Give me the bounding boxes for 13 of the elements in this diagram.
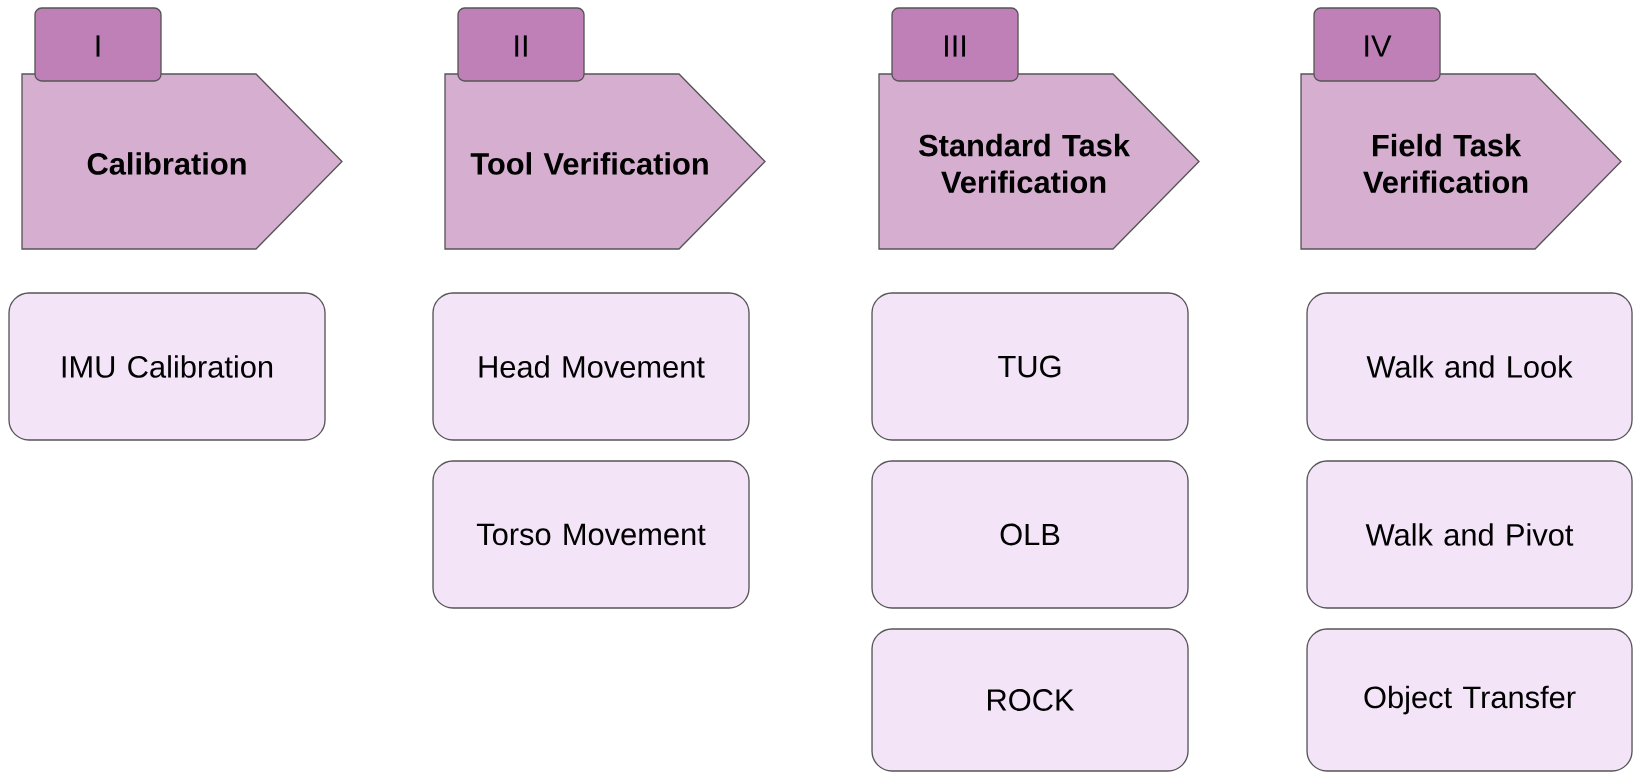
node-label: II bbox=[515, 35, 527, 57]
node-label: I bbox=[96, 35, 100, 57]
task-box: TUG bbox=[871, 292, 1189, 441]
task-box: Object Transfer bbox=[1306, 628, 1633, 772]
node-label: III bbox=[945, 35, 966, 57]
task-box: Head Movement bbox=[432, 292, 750, 441]
task-box: IMU Calibration bbox=[8, 292, 326, 441]
task-box: Walk and Look bbox=[1306, 292, 1633, 441]
node-label: IV bbox=[1365, 35, 1392, 57]
task-box: Torso Movement bbox=[432, 460, 750, 609]
task-box: ROCK bbox=[871, 628, 1189, 772]
task-box: OLB bbox=[871, 460, 1189, 609]
task-box: Walk and Pivot bbox=[1306, 460, 1633, 609]
